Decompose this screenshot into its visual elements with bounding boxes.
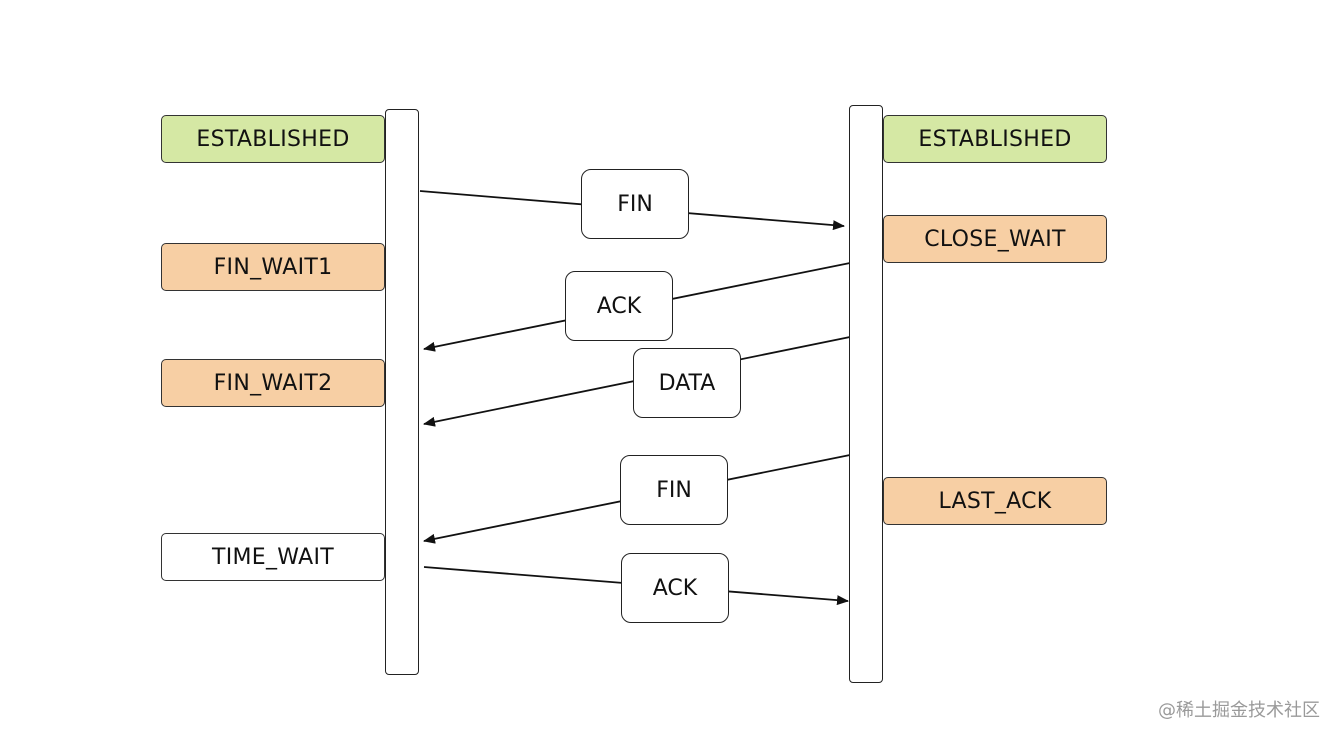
- watermark: @稀土掘金技术社区: [1158, 700, 1320, 721]
- client-state-fin-wait2: FIN_WAIT2: [161, 359, 385, 407]
- client-state-fin-wait1: FIN_WAIT1: [161, 243, 385, 291]
- server-state-established: ESTABLISHED: [883, 115, 1107, 163]
- server-state-close-wait: CLOSE_WAIT: [883, 215, 1107, 263]
- client-state-established: ESTABLISHED: [161, 115, 385, 163]
- message-ack-1: ACK: [565, 271, 673, 341]
- message-ack-2: ACK: [621, 553, 729, 623]
- message-data: DATA: [633, 348, 741, 418]
- message-fin-2: FIN: [620, 455, 728, 525]
- server-state-last-ack: LAST_ACK: [883, 477, 1107, 525]
- client-lifeline: [385, 109, 419, 675]
- client-state-time-wait: TIME_WAIT: [161, 533, 385, 581]
- server-lifeline: [849, 105, 883, 683]
- message-fin-1: FIN: [581, 169, 689, 239]
